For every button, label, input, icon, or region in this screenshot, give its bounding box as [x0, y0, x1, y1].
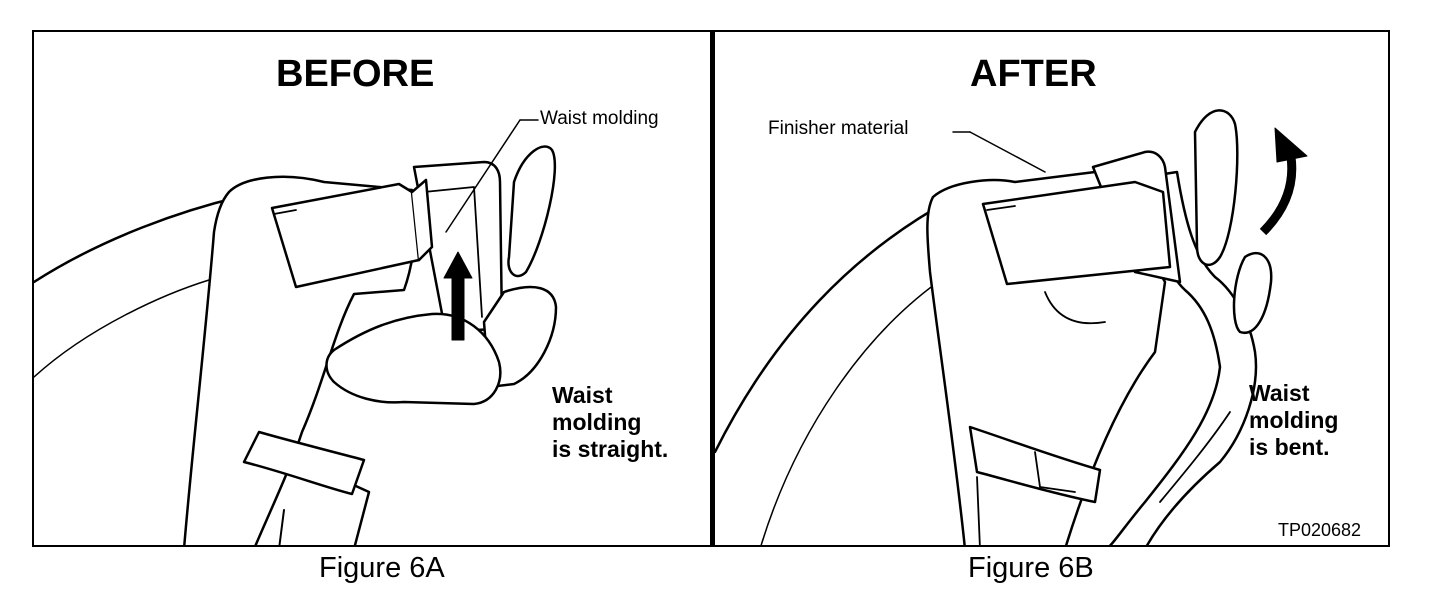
caption-figure-6b: Figure 6B — [968, 552, 1094, 584]
waist-molding-lower-tab — [1232, 251, 1273, 334]
callout-leader — [445, 119, 521, 233]
hand-cuff — [968, 425, 1102, 504]
figure-frame: BEFORE Waist molding Waist molding is st… — [32, 30, 1390, 547]
after-note: Waist molding is bent. — [1249, 380, 1338, 461]
door-outer-curve — [715, 198, 952, 454]
hand-cuff — [242, 430, 366, 496]
waist-molding-bent — [1108, 170, 1258, 545]
caption-figure-6a: Figure 6A — [319, 552, 445, 584]
waist-molding-lower-tab — [482, 285, 558, 389]
before-note-line: molding — [552, 409, 642, 435]
after-note-line: Waist — [1249, 380, 1310, 406]
before-illustration — [34, 119, 558, 545]
up-arrow-icon — [443, 251, 473, 341]
callout-leader — [969, 131, 1046, 173]
waist-molding-callout: Waist molding — [540, 108, 659, 129]
panel-divider — [710, 32, 715, 545]
after-note-line: is bent. — [1249, 434, 1330, 460]
door-inner-curve — [34, 279, 210, 378]
door-outer-curve — [34, 195, 241, 284]
after-heading: AFTER — [970, 53, 1097, 95]
before-panel: BEFORE Waist molding Waist molding is st… — [34, 32, 710, 545]
after-note-line: molding — [1249, 407, 1339, 433]
door-inner-curve — [760, 276, 946, 545]
before-note-line: is straight. — [552, 436, 669, 462]
before-note-line: Waist — [552, 382, 613, 408]
finisher-block — [981, 180, 1172, 286]
before-heading: BEFORE — [276, 53, 435, 95]
figure-code: TP020682 — [1278, 520, 1362, 540]
finisher-material-callout: Finisher material — [768, 118, 909, 139]
after-panel: AFTER Finisher material Waist molding is… — [715, 32, 1388, 545]
waist-molding-upper-tab — [1193, 109, 1239, 267]
before-note: Waist molding is straight. — [552, 382, 668, 463]
waist-molding-upper-tab — [507, 145, 557, 278]
after-illustration — [715, 109, 1308, 545]
hand-thumb — [325, 312, 502, 406]
lower-bracket — [278, 509, 285, 545]
curved-arrow-icon — [1259, 127, 1308, 236]
